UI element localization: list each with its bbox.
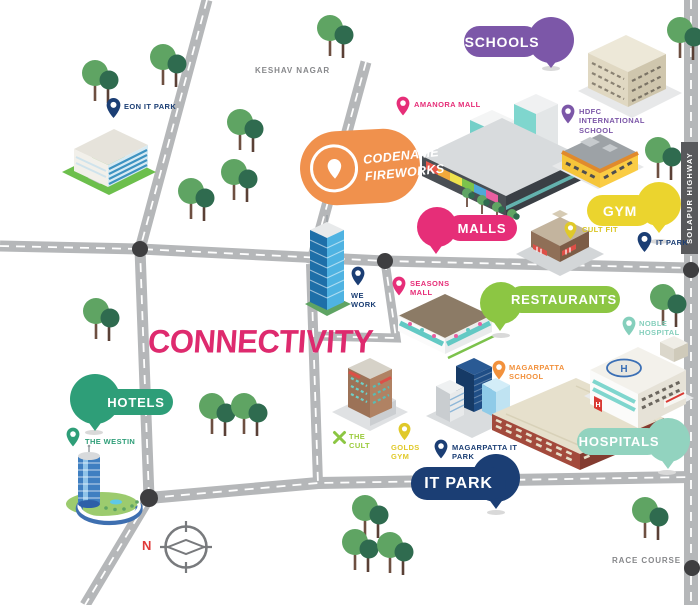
badge-restaurants-label: RESTAURANTS xyxy=(508,286,620,313)
pin-it-park-highway xyxy=(637,231,652,253)
cult-fit-building xyxy=(516,210,604,276)
compass-north-label: N xyxy=(142,538,152,553)
pin-label-it-park-highway: IT PARK xyxy=(656,238,689,247)
project-pin-ring xyxy=(308,143,360,194)
pin-noble-hospital xyxy=(622,316,636,336)
we-work-building xyxy=(305,215,351,316)
badge-it-park-label: IT PARK xyxy=(411,467,506,500)
pin-label-amanora-mall: AMANORA MALL xyxy=(414,100,481,109)
westin-hotel-building xyxy=(66,444,143,526)
pin-label-cult-fit: CULT FIT xyxy=(582,225,618,234)
pin-label-the-cult: THE CULT xyxy=(349,432,371,451)
project-badge-codename-fireworks: CODENAME FIREWORKS xyxy=(298,126,445,208)
hospital-building: H H xyxy=(584,336,694,428)
pin-magarpatta-it-park xyxy=(434,439,448,459)
road-junction-dots xyxy=(132,241,700,576)
area-label-solapur-highway: SOLAPUR HIGHWAY xyxy=(685,152,694,244)
badge-hospitals-label: HOSPITALS xyxy=(577,428,661,455)
solapur-highway-bar: SOLAPUR HIGHWAY xyxy=(681,142,698,254)
badge-hotels-label: HOTELS xyxy=(99,389,173,415)
pin-label-eon-it-park: EON IT PARK xyxy=(124,102,177,111)
pin-we-work xyxy=(351,266,365,286)
badge-schools-label: SCHOOLS xyxy=(464,26,540,57)
pin-label-golds-gym: GOLDS GYM xyxy=(391,443,420,462)
helipad-letter: H xyxy=(620,364,627,375)
compass xyxy=(160,521,212,573)
location-pin-icon xyxy=(326,157,342,179)
pin-label-magarpatta-school: MAGARPATTA SCHOOL xyxy=(509,363,565,382)
badge-malls-label: MALLS xyxy=(447,215,517,241)
pin-label-seasons-mall: SEASONS MALL xyxy=(410,279,450,298)
page-title: CONNECTIVITY xyxy=(146,323,375,360)
pin-seasons-mall xyxy=(392,276,406,296)
the-cult-building xyxy=(332,358,408,431)
pin-label-magarpatta-it-park: MAGARPATTA IT PARK xyxy=(452,443,518,462)
pin-eon-it-park xyxy=(106,97,121,119)
pin-label-the-westin: THE WESTIN xyxy=(85,437,136,446)
pin-golds-gym xyxy=(398,422,411,441)
area-label-keshav-nagar: KESHAV NAGAR xyxy=(255,66,331,75)
hospital-sign-letter: H xyxy=(595,402,600,409)
seasons-mall-building xyxy=(397,294,495,360)
gym-building xyxy=(552,134,644,189)
pin-label-hdfc-international-school: HDFC INTERNATIONAL SCHOOL xyxy=(579,107,645,135)
area-label-race-course: RACE COURSE xyxy=(612,556,682,565)
badge-gym-label: GYM xyxy=(587,195,653,226)
pin-magarpatta-school xyxy=(492,360,506,380)
pin-label-noble-hospital: NOBLE HOSPITAL xyxy=(639,319,680,338)
pin-amanora-mall xyxy=(396,96,410,116)
pin-cult-fit xyxy=(564,221,577,240)
pin-label-we-work: WE WORK xyxy=(351,291,377,310)
the-cult-x-icon xyxy=(333,431,346,444)
eon-it-park-building xyxy=(62,129,156,195)
magarpatta-it-building xyxy=(426,358,518,438)
pin-hdfc-international-school xyxy=(561,104,575,124)
hdfc-school-building xyxy=(578,35,682,118)
pin-the-westin xyxy=(66,427,80,447)
